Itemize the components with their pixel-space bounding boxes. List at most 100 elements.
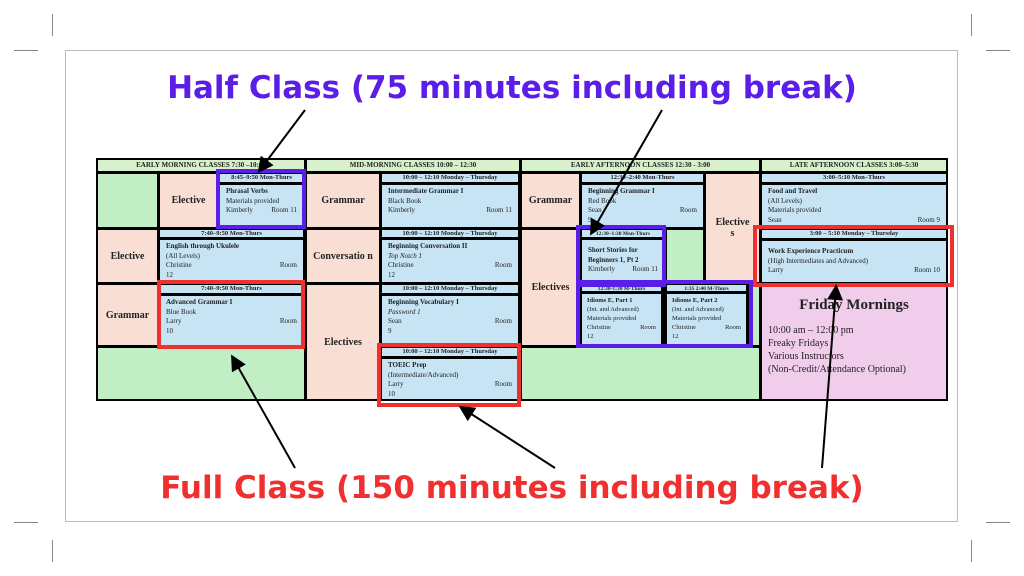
- class-room-number: 9: [388, 326, 392, 335]
- class-teacher: Christine: [166, 261, 192, 269]
- class-name: Idioms E, Part 2: [672, 297, 718, 304]
- corner-mark: [971, 14, 972, 36]
- arrow: [458, 405, 556, 469]
- class-teacher: Christine: [587, 324, 611, 331]
- class-name: Food and Travel: [768, 187, 818, 195]
- class-materials: Materials provided: [672, 315, 722, 322]
- corner-mark: [986, 522, 1010, 523]
- half-class-title: Half Class (75 minutes including break): [167, 70, 857, 106]
- class-book: Red Book: [588, 196, 617, 205]
- arrow: [590, 109, 663, 236]
- class-idioms-part1[interactable]: Idioms E, Part 1(Int. and Advanced)Mater…: [580, 292, 663, 347]
- class-name: Short Stories for Beginners 1, Pt 2: [588, 246, 639, 264]
- class-room-number: 12: [587, 333, 594, 340]
- class-book: Blue Book: [166, 307, 197, 316]
- corner-mark: [971, 540, 972, 562]
- class-room-number: 9: [588, 215, 592, 224]
- class-materials: Materials provided: [768, 206, 822, 214]
- class-room-number: 10: [166, 326, 173, 335]
- arrow: [257, 109, 306, 174]
- class-book: Top Notch 1: [388, 251, 422, 260]
- class-teacher: Christine: [672, 324, 696, 331]
- class-name: English through Ukulele: [166, 242, 240, 250]
- corner-mark: [52, 14, 53, 36]
- class-name: TOEIC Prep: [388, 361, 427, 369]
- class-work-experience[interactable]: Work Experience Practicum(High Intermedi…: [760, 239, 948, 284]
- class-room-number: 12: [166, 270, 173, 279]
- class-level: (All Levels): [166, 251, 201, 260]
- arrow: [821, 284, 844, 469]
- full-class-highlight: [157, 280, 305, 349]
- class-teacher: Christine: [388, 261, 414, 269]
- class-room: Room: [279, 317, 297, 325]
- arrow: [231, 354, 296, 469]
- class-level: (All Levels): [768, 196, 803, 205]
- class-name: Idioms E, Part 1: [587, 297, 633, 304]
- class-book: Password 1: [388, 307, 421, 316]
- friday-name: Freaky Fridays: [768, 338, 829, 349]
- class-name: Intermediate Grammar I: [388, 187, 464, 195]
- friday-instructors: Various Instructors: [768, 351, 844, 362]
- slide-frame: [65, 50, 958, 522]
- label-elective: Elective: [96, 228, 159, 284]
- label-elective: Elective: [158, 172, 219, 229]
- class-room-number: 12: [388, 270, 395, 279]
- half-class-highlight: [576, 280, 753, 348]
- class-room: Room: [494, 317, 512, 325]
- class-room: Room: [679, 206, 697, 214]
- class-book: Black Book: [388, 196, 422, 205]
- class-name: Beginning Grammar I: [588, 187, 655, 195]
- class-food-and-travel[interactable]: Food and Travel(All Levels)Materials pro…: [760, 183, 948, 229]
- class-teacher: Kimberly: [588, 265, 615, 273]
- class-room: Room: [494, 380, 512, 388]
- class-name: Phrasal Verbs: [226, 187, 268, 195]
- class-room-number: 10: [388, 389, 395, 398]
- class-idioms-part2[interactable]: Idioms E, Part 2 (Int. and Advanced) Mater…: [665, 292, 748, 347]
- full-class-highlight: [377, 343, 521, 407]
- class-room: Room 9: [917, 215, 940, 224]
- class-level: (Int. and Advanced): [587, 306, 639, 313]
- label-electives: Electives: [305, 283, 381, 401]
- class-teacher: Larry: [166, 317, 182, 325]
- class-teacher: Sean: [588, 206, 602, 214]
- class-room: Room 11: [632, 265, 658, 273]
- half-class-highlight: [576, 225, 666, 287]
- friday-title: Friday Mornings: [799, 297, 909, 313]
- class-room-number: 12: [672, 333, 679, 340]
- class-name: Beginning Vocabulary I: [388, 298, 459, 306]
- class-materials: Materials provided: [226, 196, 280, 205]
- label-conversation: Conversatio n: [305, 228, 381, 284]
- class-name: Work Experience Practicum: [768, 247, 854, 255]
- class-name: Advanced Grammar I: [166, 298, 233, 306]
- class-room: Room: [279, 261, 297, 269]
- friday-time: 10:00 am – 12:00 pm: [768, 325, 854, 336]
- full-class-title: Full Class (150 minutes including break): [160, 470, 864, 506]
- class-teacher: Larry: [768, 266, 784, 274]
- empty-slot: [665, 228, 705, 284]
- class-teacher: Larry: [388, 380, 404, 388]
- class-room: Room 11: [271, 206, 297, 214]
- friday-note: (Non-Credit/Attendance Optional): [768, 364, 907, 375]
- class-room: Room: [494, 261, 512, 269]
- class-english-ukulele[interactable]: English through Ukulele(All Levels)Chris…: [158, 238, 305, 284]
- class-teacher: Sean: [768, 215, 782, 224]
- class-room: Room 11: [486, 206, 512, 214]
- class-teacher: Kimberly: [388, 206, 415, 214]
- class-room: Room 10: [914, 266, 940, 274]
- corner-mark: [14, 522, 38, 523]
- class-room: Room: [640, 324, 656, 331]
- class-teacher: Sean: [388, 317, 402, 325]
- label-grammar: Grammar: [520, 172, 581, 229]
- class-teacher: Kimberly: [226, 206, 253, 214]
- class-level: (High Intermediates and Advanced): [768, 256, 869, 265]
- friday-mornings[interactable]: Friday Mornings 10:00 am – 12:00 pm Freaky…: [760, 283, 948, 401]
- corner-mark: [986, 50, 1010, 51]
- class-level: (Int. and Advanced): [672, 306, 724, 313]
- class-room: Room: [725, 324, 741, 331]
- full-class-highlight: [753, 225, 954, 287]
- class-level: (Intermediate/Advanced): [388, 370, 459, 379]
